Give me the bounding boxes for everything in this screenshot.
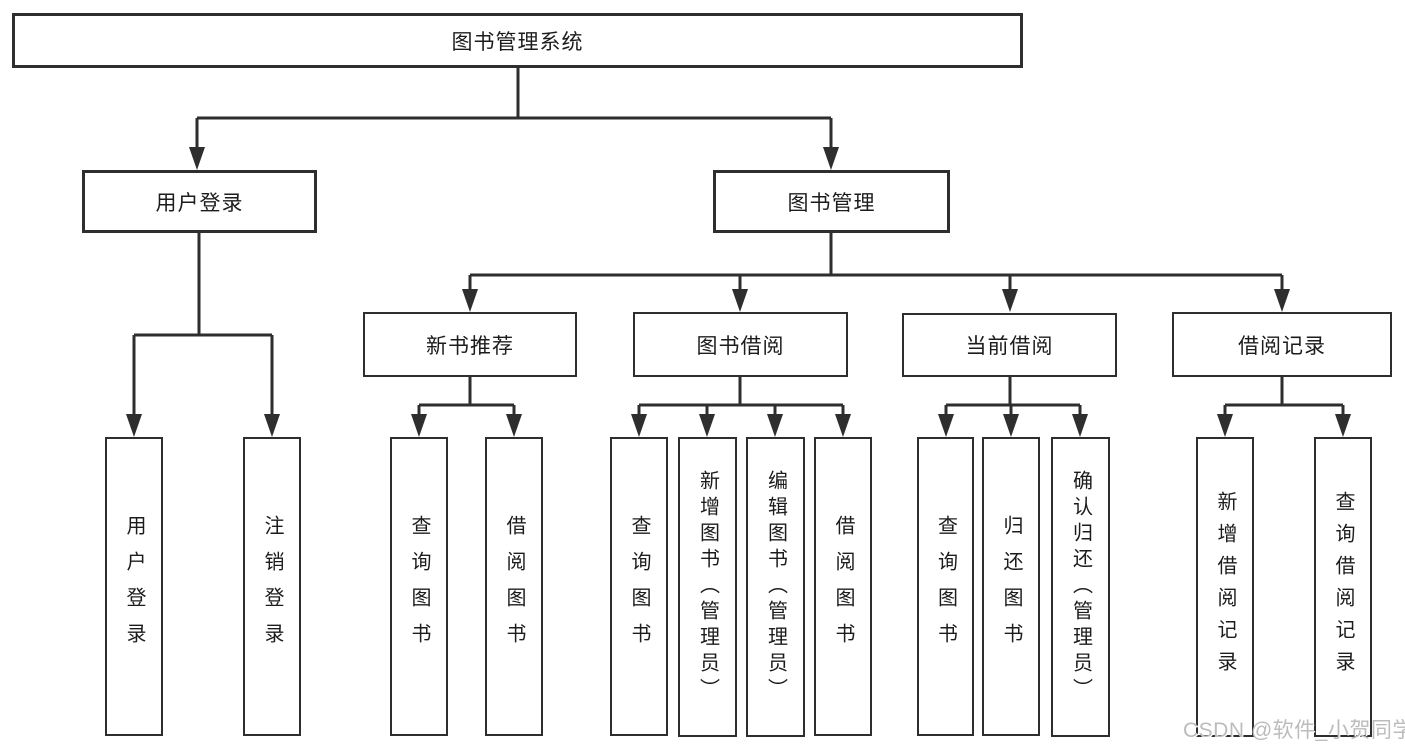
connector-current-borrow xyxy=(944,377,1082,416)
node-book-borrow: 图书借阅 xyxy=(633,312,848,377)
leaf-borrow-query-books: 查询图书 xyxy=(610,437,668,736)
connector-new-book xyxy=(417,377,516,416)
connector-borrow-records xyxy=(1223,377,1345,416)
leaf-current-return-books: 归还图书 xyxy=(982,437,1040,736)
leaf-current-confirm-return-admin: 确认归还（管理员） xyxy=(1051,437,1110,737)
leaf-borrow-edit-books-admin: 编辑图书（管理员） xyxy=(746,437,805,737)
node-borrow-records: 借阅记录 xyxy=(1172,312,1392,377)
node-current-borrow: 当前借阅 xyxy=(902,313,1117,377)
arrowheads xyxy=(126,147,1351,437)
node-system-root: 图书管理系统 xyxy=(12,13,1023,68)
connector-user-login xyxy=(132,233,274,416)
leaf-records-add-record: 新增借阅记录 xyxy=(1196,437,1254,737)
connector-book-mgmt xyxy=(468,233,1284,291)
node-new-book-recommend: 新书推荐 xyxy=(363,312,577,377)
leaf-user-login: 用户登录 xyxy=(105,437,163,736)
leaf-borrow-add-books-admin: 新增图书（管理员） xyxy=(678,437,737,737)
csdn-watermark: CSDN @软件_小贺同学 xyxy=(1183,719,1405,742)
node-book-mgmt: 图书管理 xyxy=(713,170,950,233)
leaf-borrow-borrow-books: 借阅图书 xyxy=(814,437,872,736)
connector-book-borrow xyxy=(637,377,845,416)
node-user-login: 用户登录 xyxy=(82,170,317,233)
leaf-logout: 注销登录 xyxy=(243,437,301,736)
connector-root xyxy=(195,68,833,150)
leaf-records-query-record: 查询借阅记录 xyxy=(1314,437,1372,737)
leaf-newbook-borrow-books: 借阅图书 xyxy=(485,437,543,736)
leaf-current-query-books: 查询图书 xyxy=(917,437,974,736)
leaf-newbook-query-books: 查询图书 xyxy=(390,437,448,736)
